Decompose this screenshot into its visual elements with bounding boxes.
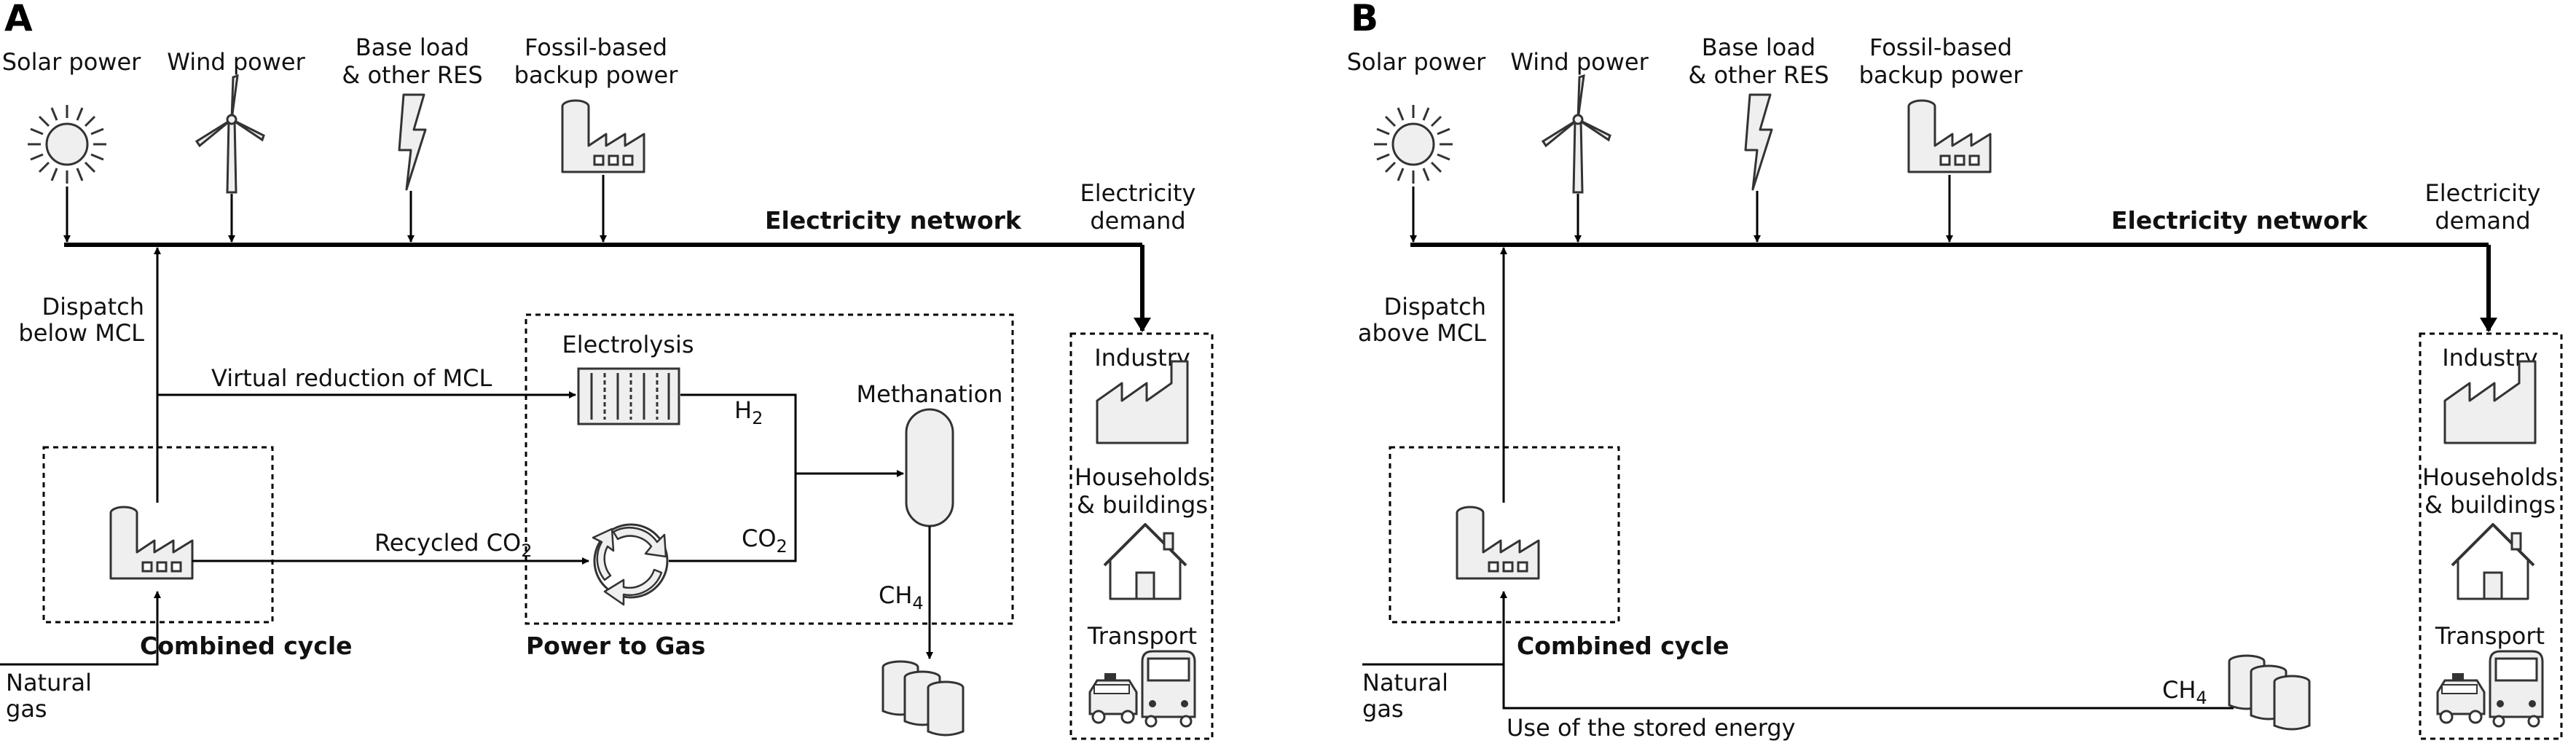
natural-gas-label-b-2: gas (1362, 695, 1404, 723)
households-label-2: & buildings (1077, 491, 1208, 519)
dispatch-label-1: Dispatch (42, 293, 144, 321)
electricity-network-label: Electricity network (765, 206, 1022, 235)
households-label-b-1: Households (2422, 463, 2558, 491)
natural-gas-label-b-1: Natural (1362, 669, 1448, 696)
electrolyser-icon (577, 367, 680, 425)
house-icon (1103, 523, 1187, 600)
storage-tanks-icon (881, 660, 965, 737)
combined-cycle-box (42, 446, 274, 624)
transport-label-b: Transport (2435, 622, 2545, 650)
electricity-demand-label-2: demand (1090, 207, 1185, 235)
label-fossil-2: backup power (514, 61, 679, 89)
transport-icon (2436, 650, 2544, 728)
transport-icon (1088, 650, 1196, 728)
label-base-load-2: & other RES (342, 61, 482, 89)
lightning-bolt-icon (1744, 93, 1773, 191)
lightning-bolt-icon (398, 93, 427, 191)
methanation-label: Methanation (857, 380, 1003, 408)
label-fossil-b-2: backup power (1859, 61, 2024, 89)
wind-turbine-icon (195, 74, 265, 194)
power-to-gas-label: Power to Gas (526, 632, 705, 660)
ch4-label-a: CH4 (879, 581, 924, 613)
label-base-load-b-2: & other RES (1688, 61, 1829, 89)
households-label-1: Households (1075, 463, 1210, 491)
demand-box (1069, 332, 1214, 740)
natural-gas-label-2: gas (6, 695, 47, 723)
sun-icon (26, 103, 108, 185)
label-base-load-1: Base load (356, 34, 469, 61)
electricity-demand-label-b-1: Electricity (2425, 179, 2541, 207)
label-wind: Wind power (167, 48, 305, 76)
dispatch-label-b-1: Dispatch (1383, 293, 1486, 321)
combined-cycle-box-b (1389, 446, 1620, 624)
virtual-reduction-label: Virtual reduction of MCL (211, 364, 492, 392)
dispatch-label-b-2: above MCL (1358, 319, 1486, 347)
demand-box-b (2419, 332, 2563, 740)
panel-letter-b: B (1351, 0, 1378, 39)
transport-label: Transport (1087, 622, 1197, 650)
h2-label: H2 (734, 396, 763, 428)
stored-energy-label: Use of the stored energy (1507, 714, 1796, 742)
combined-cycle-plant-icon (109, 506, 194, 580)
label-fossil-1: Fossil-based (525, 34, 667, 61)
electricity-demand-label-1: Electricity (1080, 179, 1196, 207)
households-label-b-2: & buildings (2424, 491, 2556, 519)
electricity-demand-label-b-2: demand (2435, 207, 2530, 235)
label-base-load-b-1: Base load (1702, 34, 1815, 61)
combined-cycle-plant-icon (1456, 506, 1540, 580)
natural-gas-label-1: Natural (6, 669, 92, 696)
industry-icon (2443, 360, 2537, 444)
label-fossil-b-1: Fossil-based (1869, 34, 2012, 61)
ch4-label-b: CH4 (2162, 676, 2207, 708)
co2-recycle-icon (592, 523, 669, 606)
factory-icon (1907, 99, 1992, 173)
industry-icon (1096, 360, 1189, 444)
recycled-co2-label: Recycled CO2 (374, 529, 532, 561)
wind-turbine-icon (1542, 74, 1611, 194)
electricity-network-label-b: Electricity network (2111, 206, 2368, 235)
label-solar: Solar power (2, 48, 141, 76)
combined-cycle-label-b: Combined cycle (1517, 632, 1729, 660)
panel-letter-a: A (4, 0, 33, 39)
combined-cycle-label: Combined cycle (140, 632, 353, 660)
electrolysis-label: Electrolysis (562, 331, 694, 358)
label-solar-b: Solar power (1347, 48, 1486, 76)
methanation-reactor-icon (905, 408, 954, 527)
co2-label: CO2 (742, 525, 788, 557)
storage-tanks-icon (2228, 654, 2311, 731)
panel-b: B Solar power Wind power Base load & oth… (1347, 0, 2563, 742)
panel-a: A Solar power Wind power Base load & oth… (0, 0, 1214, 740)
label-wind-b: Wind power (1510, 48, 1649, 76)
house-icon (2451, 523, 2535, 600)
dispatch-label-2: below MCL (18, 319, 144, 347)
factory-icon (561, 99, 645, 173)
sun-icon (1373, 103, 1454, 185)
